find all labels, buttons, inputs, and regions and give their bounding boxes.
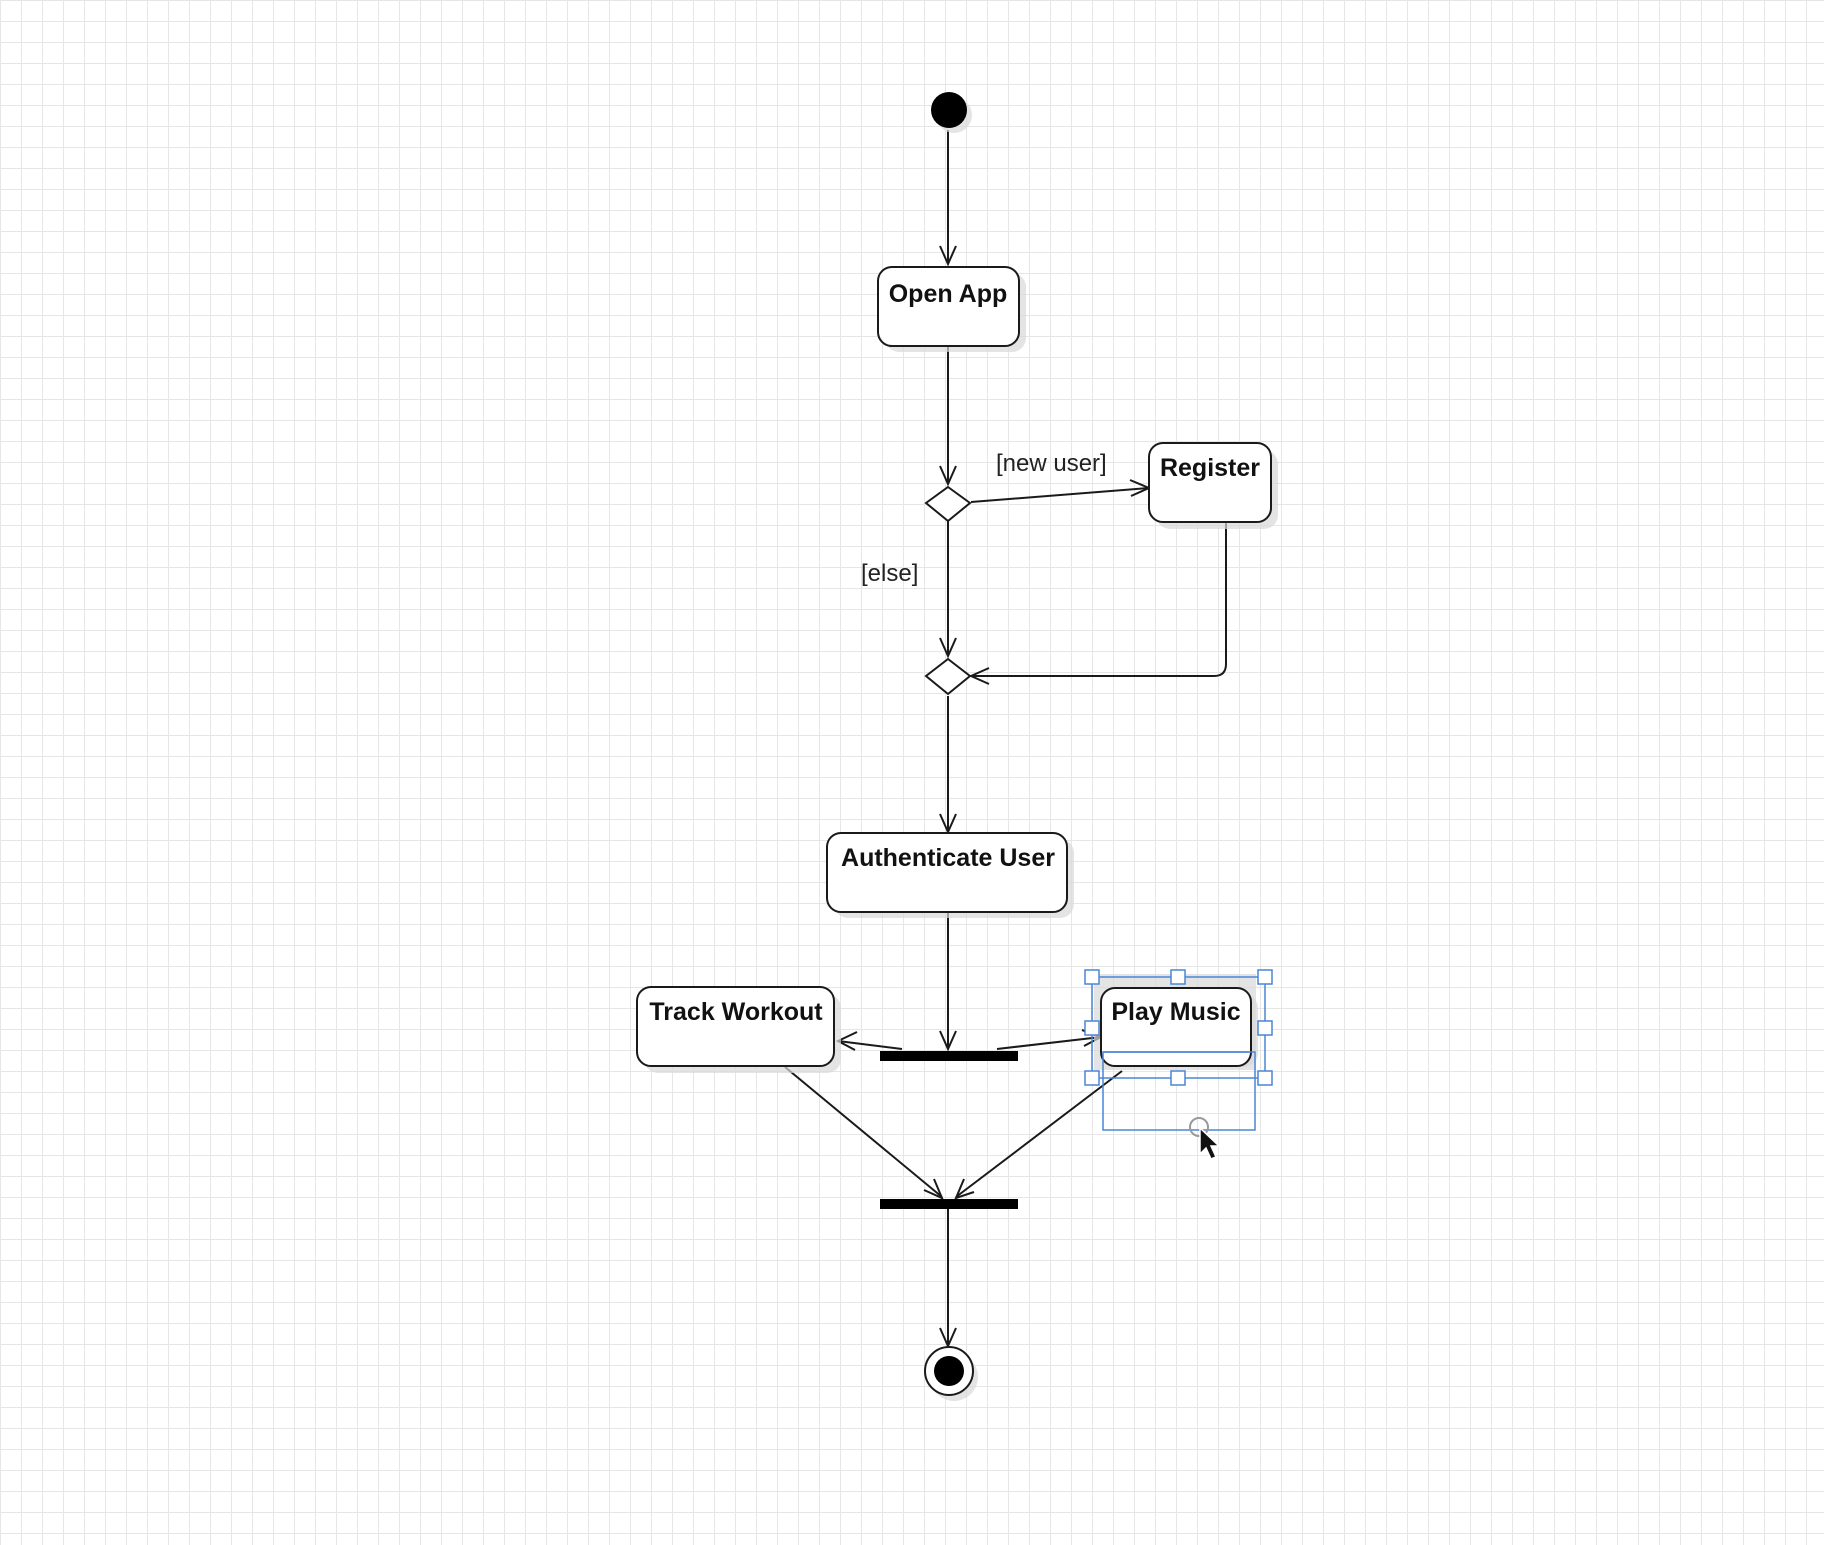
edge-fork-to-play-music[interactable] — [996, 1036, 1102, 1050]
arrowhead — [954, 1178, 975, 1200]
resize-handle-s[interactable] — [1170, 1070, 1186, 1086]
mouse-cursor-icon — [1189, 1117, 1221, 1160]
resize-handle-n[interactable] — [1170, 969, 1186, 985]
resize-handle-ne[interactable] — [1257, 969, 1273, 985]
action-open-app[interactable]: Open App — [877, 266, 1026, 352]
resize-handle-e[interactable] — [1257, 1020, 1273, 1036]
resize-handle-se[interactable] — [1257, 1070, 1273, 1086]
guard-new-user-label[interactable]: [new user] — [996, 450, 1107, 477]
initial-node[interactable] — [931, 92, 972, 133]
edge-register-to-merge[interactable] — [971, 523, 1227, 677]
arrowhead — [923, 1178, 944, 1200]
final-node[interactable] — [924, 1346, 978, 1401]
arrowhead — [939, 1030, 957, 1052]
edge-decision-to-register[interactable] — [970, 487, 1149, 503]
arrowhead — [939, 1327, 957, 1349]
action-open-app-label: Open App — [889, 280, 1008, 308]
action-play-music[interactable]: Play Music — [1094, 974, 1258, 1070]
merge-node[interactable] — [924, 657, 972, 696]
action-authenticate-user[interactable]: Authenticate User — [826, 832, 1074, 918]
action-register-label: Register — [1160, 454, 1260, 482]
action-track-workout-label: Track Workout — [649, 998, 823, 1026]
edge-track-workout-to-join[interactable] — [784, 1066, 943, 1198]
edge-play-music-to-join[interactable] — [955, 1070, 1123, 1198]
arrowhead — [939, 637, 957, 659]
action-register[interactable]: Register — [1148, 442, 1278, 529]
resize-handle-sw[interactable] — [1084, 1070, 1100, 1086]
fork-bar[interactable] — [880, 1051, 1018, 1061]
edges — [784, 130, 1227, 1349]
action-track-workout[interactable]: Track Workout — [636, 986, 841, 1073]
action-play-music-label: Play Music — [1111, 998, 1240, 1026]
resize-preview-box — [1102, 1051, 1256, 1131]
join-bar[interactable] — [880, 1199, 1018, 1209]
selection-overlay — [1084, 969, 1273, 1131]
action-authenticate-user-label: Authenticate User — [841, 844, 1055, 872]
arrowhead — [939, 465, 957, 487]
resize-handle-nw[interactable] — [1084, 969, 1100, 985]
resize-handle-w[interactable] — [1084, 1020, 1100, 1036]
guard-else-label[interactable]: [else] — [861, 560, 918, 587]
edge-fork-to-track-workout[interactable] — [837, 1040, 903, 1050]
arrowhead — [939, 245, 957, 267]
decision-node[interactable] — [924, 485, 972, 523]
